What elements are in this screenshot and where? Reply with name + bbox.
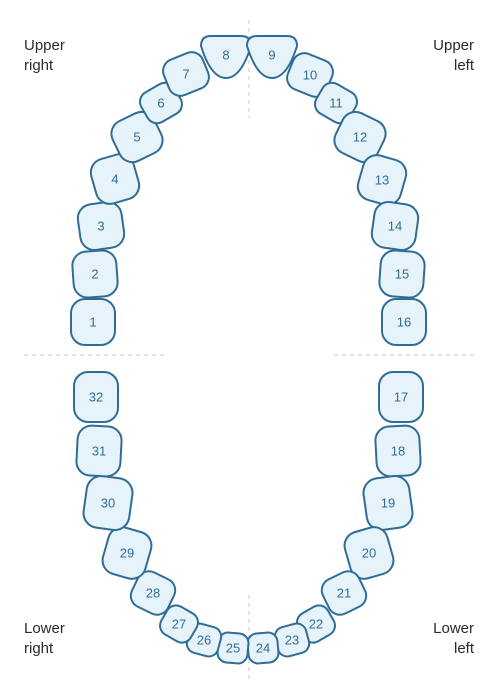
tooth-16[interactable]: 16 — [381, 298, 427, 346]
tooth-3[interactable]: 3 — [76, 200, 126, 252]
tooth-number: 22 — [309, 617, 323, 632]
tooth-number: 3 — [97, 219, 104, 234]
tooth-9[interactable]: 9 — [245, 35, 299, 80]
tooth-number: 23 — [285, 633, 299, 648]
tooth-outline[interactable] — [75, 424, 123, 478]
tooth-20[interactable]: 20 — [341, 524, 397, 582]
tooth-32[interactable]: 32 — [73, 371, 119, 423]
tooth-outline[interactable] — [99, 524, 155, 582]
tooth-number: 20 — [362, 546, 376, 561]
tooth-number: 15 — [395, 267, 409, 282]
tooth-number: 18 — [391, 444, 405, 459]
tooth-18[interactable]: 18 — [374, 424, 422, 478]
tooth-10[interactable]: 10 — [283, 50, 336, 101]
tooth-number: 27 — [172, 617, 186, 632]
tooth-21[interactable]: 21 — [318, 567, 371, 619]
tooth-outline[interactable] — [245, 35, 299, 80]
tooth-number: 6 — [157, 96, 164, 111]
tooth-outline[interactable] — [127, 567, 180, 619]
tooth-13[interactable]: 13 — [355, 152, 410, 208]
tooth-30[interactable]: 30 — [82, 474, 135, 532]
tooth-number: 8 — [222, 48, 229, 63]
tooth-11[interactable]: 11 — [311, 79, 361, 127]
tooth-outline[interactable] — [71, 249, 119, 299]
tooth-number: 30 — [101, 496, 115, 511]
upper-right-label: Upper right — [24, 37, 65, 74]
tooth-number: 12 — [353, 130, 367, 145]
tooth-outline[interactable] — [378, 371, 424, 423]
lower-left-label: Lower left — [433, 620, 474, 657]
lower-right-label: Lower right — [24, 620, 65, 657]
tooth-19[interactable]: 19 — [362, 474, 415, 532]
tooth-29[interactable]: 29 — [99, 524, 155, 582]
tooth-outline[interactable] — [76, 200, 126, 252]
tooth-number: 26 — [197, 633, 211, 648]
tooth-14[interactable]: 14 — [370, 200, 420, 252]
tooth-17[interactable]: 17 — [378, 371, 424, 423]
tooth-outline[interactable] — [341, 524, 397, 582]
tooth-outline[interactable] — [381, 298, 427, 346]
tooth-number: 2 — [91, 267, 98, 282]
tooth-number: 21 — [337, 586, 351, 601]
tooth-15[interactable]: 15 — [378, 249, 426, 299]
tooth-outline[interactable] — [70, 298, 116, 346]
tooth-outline[interactable] — [378, 249, 426, 299]
tooth-outline[interactable] — [318, 567, 371, 619]
tooth-number: 1 — [89, 315, 96, 330]
tooth-24[interactable]: 24 — [246, 631, 280, 665]
tooth-outline[interactable] — [362, 474, 415, 532]
tooth-28[interactable]: 28 — [127, 567, 180, 619]
tooth-4[interactable]: 4 — [88, 151, 143, 207]
tooth-outline[interactable] — [156, 602, 201, 647]
upper-left-label: Upper left — [433, 37, 474, 74]
tooth-number: 31 — [92, 444, 106, 459]
tooth-number: 4 — [111, 172, 118, 187]
tooth-1[interactable]: 1 — [70, 298, 116, 346]
tooth-number: 7 — [182, 67, 189, 82]
tooth-outline[interactable] — [159, 49, 212, 100]
tooth-number: 11 — [329, 96, 343, 111]
tooth-outline[interactable] — [330, 107, 391, 167]
tooth-number: 10 — [303, 68, 317, 83]
tooth-5[interactable]: 5 — [107, 107, 168, 167]
tooth-outline[interactable] — [73, 371, 119, 423]
tooth-outline[interactable] — [107, 107, 168, 167]
tooth-27[interactable]: 27 — [156, 602, 201, 647]
tooth-23[interactable]: 23 — [273, 621, 312, 658]
tooth-number: 19 — [381, 496, 395, 511]
tooth-number: 16 — [397, 315, 411, 330]
tooth-number: 29 — [120, 546, 134, 561]
tooth-outline[interactable] — [88, 151, 143, 207]
tooth-number: 14 — [388, 219, 402, 234]
tooth-2[interactable]: 2 — [71, 249, 119, 299]
tooth-outline[interactable] — [355, 152, 410, 208]
tooth-number: 13 — [375, 173, 389, 188]
tooth-number: 25 — [226, 641, 240, 656]
tooth-number: 28 — [146, 586, 160, 601]
tooth-number: 32 — [89, 390, 103, 405]
tooth-outline[interactable] — [370, 200, 420, 252]
tooth-number: 5 — [133, 130, 140, 145]
tooth-7[interactable]: 7 — [159, 49, 212, 100]
tooth-outline[interactable] — [82, 474, 135, 532]
tooth-number: 9 — [268, 48, 275, 63]
tooth-31[interactable]: 31 — [75, 424, 123, 478]
tooth-number: 17 — [394, 390, 408, 405]
tooth-number: 24 — [256, 641, 270, 656]
tooth-12[interactable]: 12 — [330, 107, 391, 167]
